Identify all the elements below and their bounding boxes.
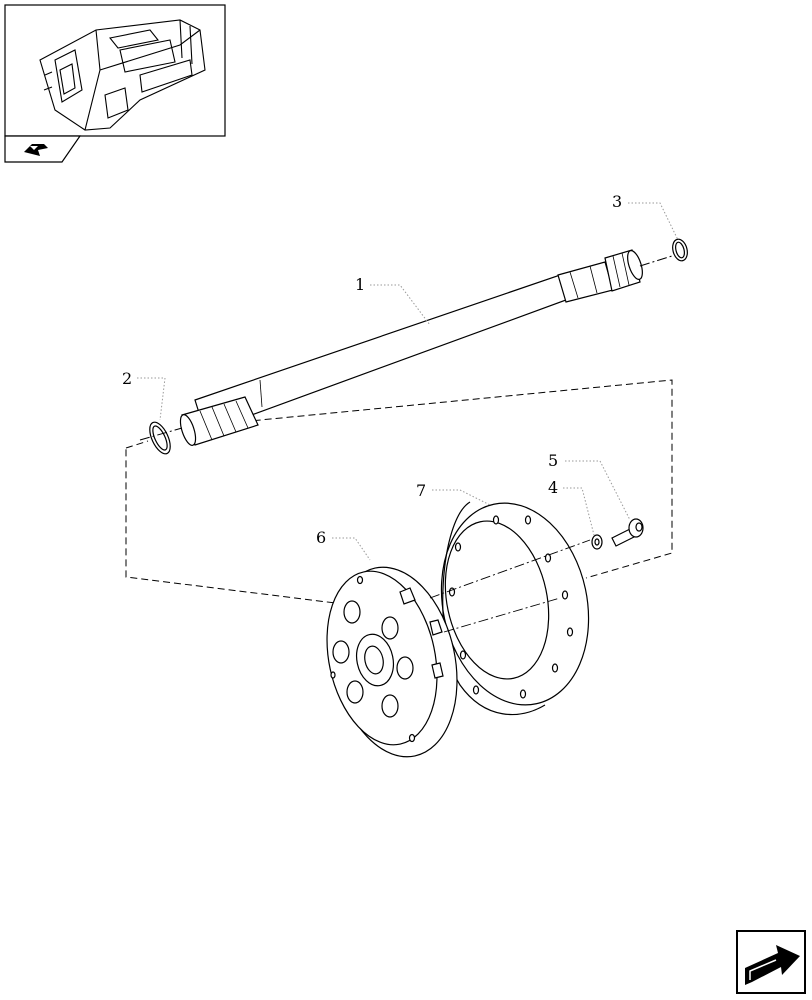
snap-ring-right [672, 238, 688, 262]
callout-3: 3 [612, 192, 622, 211]
clutch-damper-disc [326, 566, 458, 758]
callout-4: 4 [548, 478, 558, 497]
callout-5: 5 [548, 451, 558, 470]
page-back-arrow-icon [24, 144, 48, 156]
damper-springs [332, 600, 414, 718]
bolt-alignment-centerline [429, 539, 591, 633]
next-page-arrow-icon [745, 945, 800, 985]
callout-7: 7 [416, 481, 426, 500]
leader-lines [137, 202, 679, 561]
hex-bolt [611, 518, 644, 547]
flywheel-bolt-holes [448, 515, 574, 699]
callout-1: 1 [355, 275, 365, 294]
explosion-frame-dashed [125, 379, 673, 616]
callout-2: 2 [122, 369, 132, 388]
thumbnail-nav-tab[interactable] [4, 135, 82, 163]
shaft-axis-centerline [139, 255, 673, 441]
snap-ring-left [149, 421, 171, 455]
washer [591, 534, 603, 550]
pto-shaft [179, 249, 643, 446]
next-page-button[interactable] [736, 930, 806, 994]
transmission-housing-thumbnail [39, 19, 206, 131]
callout-6: 6 [316, 528, 326, 547]
reference-thumbnail[interactable] [4, 4, 226, 137]
